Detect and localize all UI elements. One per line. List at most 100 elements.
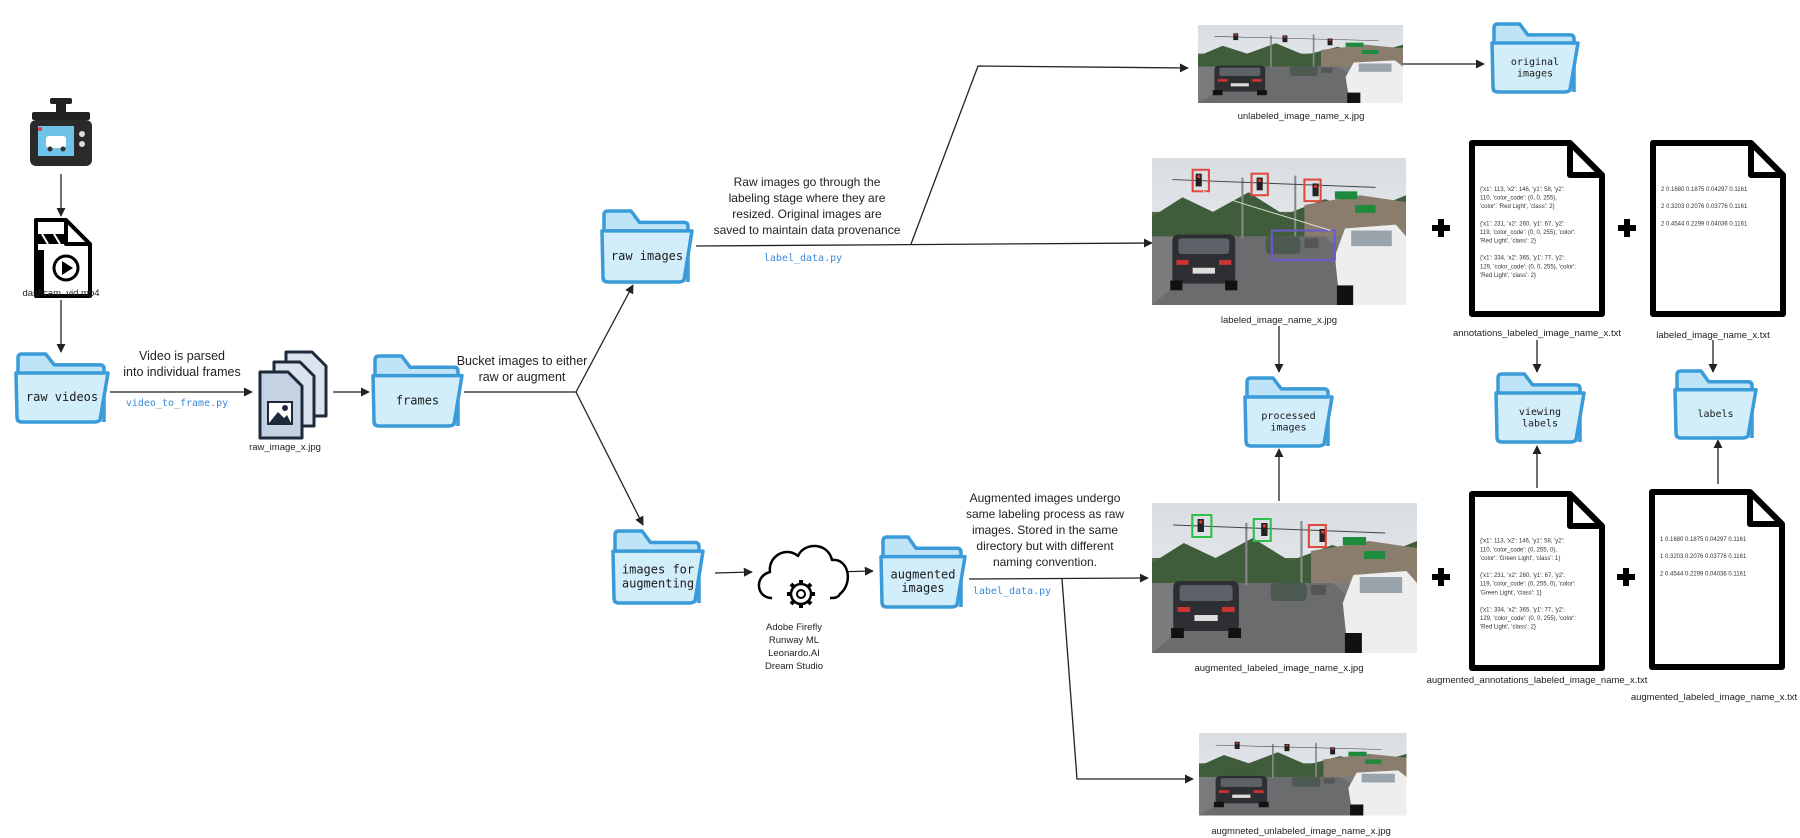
doc-aug-annotations-page [1469,491,1605,671]
doc-aug-annotations-line: 'Red Light', 'class': 2} [1480,625,1536,631]
raw-image-label: raw_image_x.jpg [249,442,321,453]
folder-frames: frames [371,354,464,428]
edge-augmented-to-aug-unlabeled [1061,578,1194,784]
doc-aug-labeled-txt-page [1649,489,1785,670]
folder-raw-images: raw images [600,209,694,284]
augmented-unlabeled-image [1198,732,1407,816]
ai-tool-3: Leonardo.AI [768,648,820,659]
script-video-to-frame: video_to_frame.py [126,398,228,409]
aug-labeled-txt-file-label: augmented_labeled_image_name_x.txt [1631,692,1798,703]
edge-split-to-augment [575,391,644,526]
labeled-image-label: labeled_image_name_x.jpg [1221,315,1337,326]
ai-tool-2: Runway ML [769,635,819,646]
edge-label-aug-labeling-1: Augmented images undergo [970,491,1121,505]
plus-icon [1432,568,1450,586]
folder-labels-front [1673,388,1758,440]
annotations-file-label: annotations_labeled_image_name_x.txt [1453,328,1621,339]
doc-annotations-line: {'x1': 113, 'x2': 146, 'y1': 58, 'y2': [1480,187,1565,193]
doc-aug-annotations-corner [1567,494,1602,529]
doc-aug-annotations-line: {'x1': 334, 'x2': 365, 'y1': 77, 'y2': [1480,608,1565,614]
folder-frames-front [371,373,464,428]
script-label-data-1: label_data.py [764,253,842,264]
doc-aug-annotations-line: 119, 'color_code': (0, 255, 0), 'color': [1480,582,1576,588]
doc-annotations-line: {'x1': 334, 'x2': 365, 'y1': 77, 'y2': [1480,256,1565,262]
folder-viewing-labels-label: viewing [1519,407,1561,418]
doc-annotations: {'x1': 113, 'x2': 146, 'y1': 58, 'y2': 11… [1469,140,1605,317]
doc-aug-annotations-line: 110, 'color_code': (0, 255, 0), [1480,547,1557,553]
edge-label-aug-labeling-4: directory but with different [976,539,1114,553]
folder-processed-images-label: images [1270,422,1306,433]
folder-augmented-images-label: images [901,581,944,595]
doc-labeled-txt-corner [1748,143,1783,178]
folder-viewing-labels-label: labels [1522,418,1558,429]
edge-label-raw-labeling-2: labeling stage where they are [729,191,886,205]
folder-processed-images-front [1243,395,1334,448]
unlabeled-image [1197,24,1404,104]
ai-tool-4: Dream Studio [765,661,823,672]
folder-original-images-label: images [1517,68,1553,79]
doc-aug-labeled-txt-line: 1 0.3203 0.2076 0.03776 0.1161 [1660,554,1747,560]
edge-raw-to-unlabeled [910,63,1189,245]
doc-aug-annotations-line: 129, 'color_code': (0, 0, 255), 'color': [1480,616,1576,622]
folder-augmented-images-front [879,554,967,609]
folder-labels: labels [1673,369,1758,440]
doc-annotations-page [1469,140,1605,317]
image-stack-icon [258,350,328,440]
edge-label-video-parsed-2: into individual frames [123,365,240,379]
edge-label-aug-labeling-5: naming convention. [993,555,1097,569]
folder-raw-videos-label: raw videos [26,390,98,404]
dashcam-video-label: dashcam_vid.mp4 [22,288,99,299]
doc-annotations-line: 'Red Light', 'class': 2} [1480,273,1536,279]
folder-frames-label: frames [396,393,439,407]
doc-annotations-corner [1567,143,1602,178]
folder-processed-images-label: processed [1261,411,1315,422]
doc-annotations-line: 'color': 'Red Light', 'class': 2} [1480,204,1555,210]
folder-images-for-augmenting-label: images for [622,563,694,577]
plus-icon [1618,219,1636,237]
labeled-image [1151,157,1407,306]
doc-annotations-line: 129, 'color_code': (0, 0, 255), 'color': [1480,264,1576,270]
folder-original-images-front [1490,41,1580,94]
doc-annotations-line: {'x1': 231, 'x2': 260, 'y1': 67, 'y2': [1480,221,1565,227]
doc-aug-annotations-line: 'Green Light', 'class': 1} [1480,590,1542,596]
edge-label-raw-labeling-4: saved to maintain data provenance [714,223,901,237]
edge-label-aug-labeling-2: same labeling process as raw [966,507,1124,521]
augmented-unlabeled-image-label: augmneted_unlabeled_image_name_x.jpg [1211,826,1391,837]
edge-label-raw-labeling-1: Raw images go through the [734,175,881,189]
doc-annotations-line: 110, 'color_code': (0, 0, 255), [1480,195,1557,201]
video-file-icon [34,218,92,298]
connectors [56,59,1723,784]
doc-labeled-txt: 2 0.1680 0.1875 0.04297 0.1161 2 0.3203 0… [1650,140,1786,317]
folder-raw-images-front [600,229,694,284]
plus-icon [1432,219,1450,237]
augmented-labeled-image-label: augmented_labeled_image_name_x.jpg [1194,663,1363,674]
folder-images-for-augmenting-label: augmenting [622,576,694,590]
doc-labeled-txt-line: 2 0.1680 0.1875 0.04297 0.1161 [1661,187,1748,193]
folder-original-images-label: original [1511,57,1559,68]
edge-raw-to-labeled [695,238,1153,248]
doc-annotations-line: 'Red Light', 'class': 2} [1480,238,1536,244]
folder-raw-videos-front [14,371,110,424]
doc-aug-annotations-line: {'x1': 231, 'x2': 260, 'y1': 67, 'y2': [1480,573,1565,579]
doc-aug-annotations: {'x1': 113, 'x2': 146, 'y1': 58, 'y2': 11… [1469,491,1605,671]
edge-label-bucket-1: Bucket images to either [457,354,588,368]
edge-augment-to-cloud [714,567,753,577]
edge-label-aug-labeling-3: images. Stored in the same [972,523,1118,537]
edge-label-video-parsed-1: Video is parsed [139,349,225,363]
text-files: {'x1': 113, 'x2': 146, 'y1': 58, 'y2': 11… [1469,140,1786,671]
ai-tool-1: Adobe Firefly [766,622,822,633]
doc-labeled-txt-line: 2 0.3203 0.2076 0.03776 0.1161 [1661,204,1748,210]
edge-label-bucket-2: raw or augment [479,370,566,384]
doc-aug-labeled-txt-line: 1 0.1680 0.1875 0.04297 0.1161 [1660,537,1747,543]
folder-raw-images-label: raw images [611,249,683,263]
doc-aug-annotations-line: {'x1': 113, 'x2': 146, 'y1': 58, 'y2': [1480,539,1565,545]
augmented-labeled-image [1151,502,1418,654]
folder-viewing-labels-front [1494,391,1586,444]
cloud-gear-icon [757,544,850,608]
doc-labeled-txt-line: 2 0.4544 0.2299 0.04036 0.1161 [1661,221,1748,227]
edge-split-to-raw-images [575,284,634,393]
